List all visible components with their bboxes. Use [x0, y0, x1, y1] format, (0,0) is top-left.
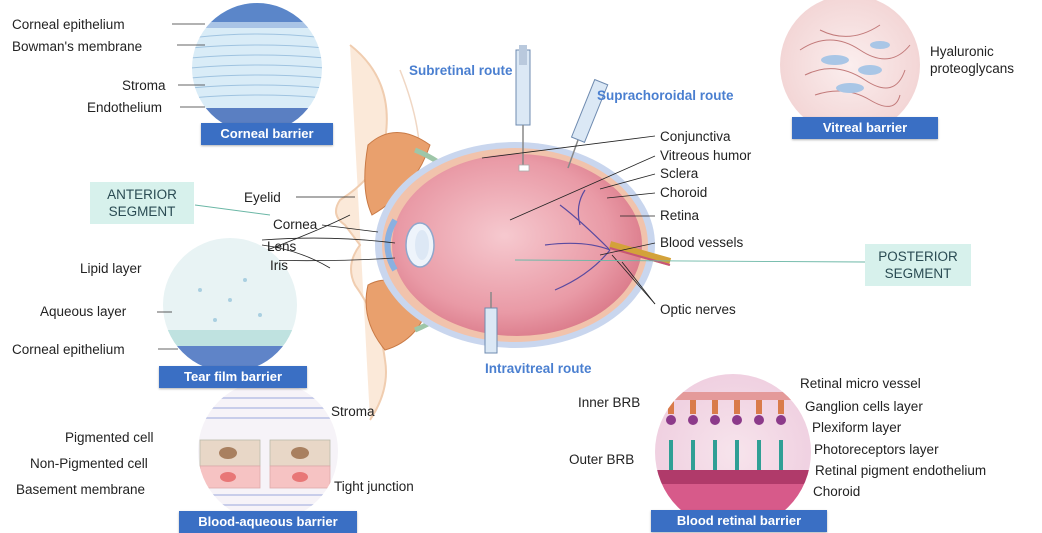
label-vitreous-humor: Vitreous humor	[660, 149, 751, 163]
label-proteoglycans: proteoglycans	[930, 62, 1014, 76]
label-eyelid: Eyelid	[244, 191, 281, 205]
vitreal-barrier-illustration	[780, 0, 920, 135]
label-lipid-layer: Lipid layer	[80, 262, 142, 276]
label-iris: Iris	[270, 259, 288, 273]
label-lens: Lens	[267, 240, 296, 254]
subretinal-route-label: Subretinal route	[409, 63, 513, 78]
label-rpe: Retinal pigment endothelium	[815, 464, 986, 478]
label-tight-junction: Tight junction	[334, 480, 414, 494]
posterior-line1: POSTERIOR	[865, 248, 971, 265]
posterior-segment-box: POSTERIOR SEGMENT	[865, 244, 971, 286]
label-br-choroid: Choroid	[813, 485, 860, 499]
label-inner-brb: Inner BRB	[578, 396, 640, 410]
label-plexiform: Plexiform layer	[812, 421, 901, 435]
anterior-segment-box: ANTERIOR SEGMENT	[90, 182, 194, 224]
label-tear-corneal-epithelium: Corneal epithelium	[12, 343, 125, 357]
label-sclera: Sclera	[660, 167, 698, 181]
label-optic-nerves: Optic nerves	[660, 303, 736, 317]
anterior-line1: ANTERIOR	[90, 186, 194, 203]
label-endothelium: Endothelium	[87, 101, 162, 115]
label-retina: Retina	[660, 209, 699, 223]
label-retinal-micro-vessel: Retinal micro vessel	[800, 377, 921, 391]
anterior-line2: SEGMENT	[90, 203, 194, 220]
label-cornea: Cornea	[273, 218, 317, 232]
label-blood-vessels: Blood vessels	[660, 236, 743, 250]
label-conjunctiva: Conjunctiva	[660, 130, 731, 144]
vitreal-barrier-badge: Vitreal barrier	[792, 117, 938, 139]
posterior-line2: SEGMENT	[865, 265, 971, 282]
corneal-barrier-illustration	[190, 0, 325, 138]
intravitreal-route-label: Intravitreal route	[485, 361, 592, 376]
label-basement-membrane: Basement membrane	[16, 483, 145, 497]
blood-aqueous-barrier-badge: Blood-aqueous barrier	[179, 511, 357, 533]
label-ba-stroma: Stroma	[331, 405, 375, 419]
blood-aqueous-illustration	[195, 380, 345, 525]
corneal-barrier-badge: Corneal barrier	[201, 123, 333, 145]
eyeball	[375, 142, 670, 348]
label-photoreceptors: Photoreceptors layer	[814, 443, 939, 457]
blood-retinal-barrier-badge: Blood retinal barrier	[651, 510, 827, 532]
label-ganglion-cells: Ganglion cells layer	[805, 400, 923, 414]
label-outer-brb: Outer BRB	[569, 453, 634, 467]
label-hyaluronic: Hyaluronic	[930, 45, 994, 59]
label-pigmented-cell: Pigmented cell	[65, 431, 154, 445]
tear-film-illustration	[160, 235, 300, 376]
label-aqueous-layer: Aqueous layer	[40, 305, 126, 319]
tear-film-barrier-badge: Tear film barrier	[159, 366, 307, 388]
blood-retinal-illustration	[650, 370, 820, 533]
label-non-pigmented-cell: Non-Pigmented cell	[30, 457, 148, 471]
suprachoroidal-route-label: Suprachoroidal route	[597, 88, 734, 103]
label-choroid: Choroid	[660, 186, 707, 200]
label-stroma: Stroma	[122, 79, 166, 93]
label-bowmans-membrane: Bowman's membrane	[12, 40, 142, 54]
label-corneal-epithelium: Corneal epithelium	[12, 18, 125, 32]
